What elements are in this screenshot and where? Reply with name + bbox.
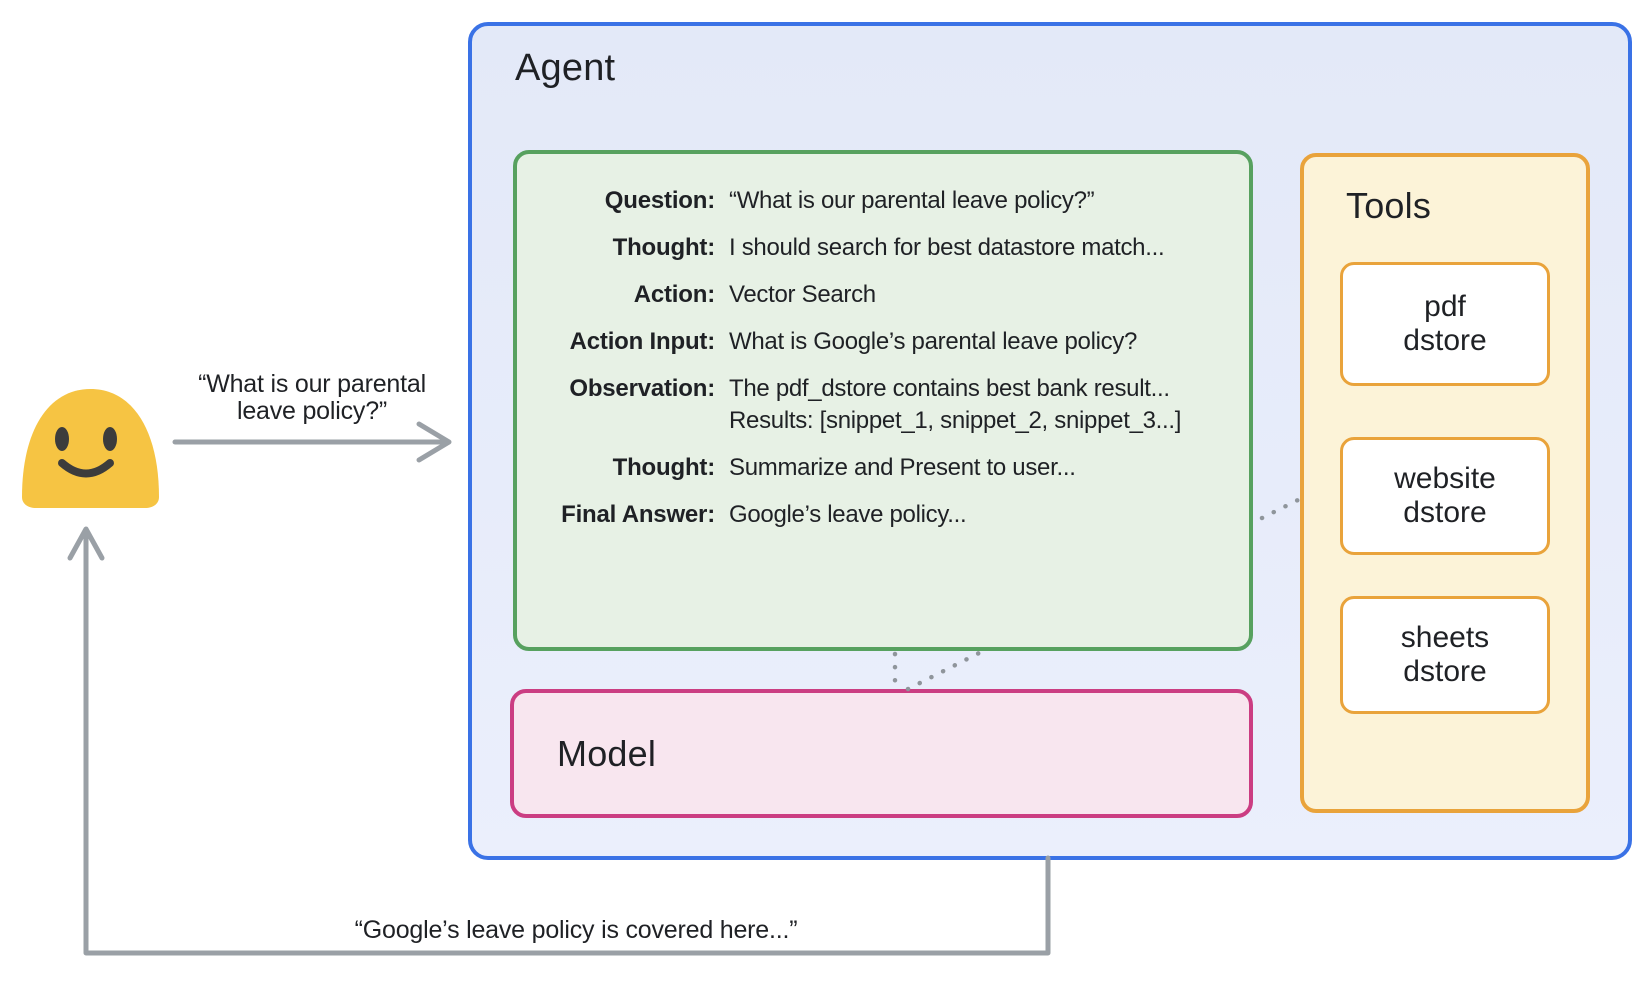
scratchpad-row: Action Input: What is Google’s parental …: [517, 326, 1249, 358]
model-box: Model: [510, 689, 1253, 818]
scratchpad-row: Action: Vector Search: [517, 279, 1249, 311]
scratchpad-row: Thought: I should search for best datast…: [517, 232, 1249, 264]
tools-title: Tools: [1346, 185, 1432, 226]
row-label: Observation:: [569, 375, 715, 402]
model-title: Model: [557, 732, 657, 774]
tool-website-dstore: website dstore: [1340, 437, 1550, 555]
tools-box: Tools pdf dstore website dstore sheets d…: [1300, 153, 1590, 813]
row-label: Final Answer:: [561, 501, 715, 528]
scratchpad-row: Observation: The pdf_dstore contains bes…: [517, 373, 1249, 437]
tool-label-line-2: dstore: [1403, 324, 1487, 357]
tool-pdf-dstore: pdf dstore: [1340, 262, 1550, 386]
row-label: Action:: [633, 281, 715, 308]
row-value-line-1: The pdf_dstore contains best bank result…: [729, 375, 1170, 402]
row-label: Thought:: [612, 234, 716, 261]
user-query-line-1: “What is our parental: [198, 370, 426, 398]
user-query-text: “What is our parental leave policy?”: [112, 371, 512, 425]
agent-title: Agent: [515, 47, 616, 89]
scratchpad-row: Thought: Summarize and Present to user..…: [517, 452, 1249, 484]
row-value: “What is our parental leave policy?”: [729, 187, 1095, 214]
row-value: Google’s leave policy...: [729, 501, 967, 528]
right-eye: [103, 427, 117, 451]
tool-label-line-1: pdf: [1424, 290, 1466, 323]
smile: [58, 459, 114, 478]
tool-label-line-1: website: [1394, 462, 1496, 495]
left-eye: [55, 427, 69, 451]
scratchpad-row: Question: “What is our parental leave po…: [517, 185, 1249, 217]
row-value-line-2: Results: [snippet_1, snippet_2, snippet_…: [729, 407, 1182, 434]
scratchpad-row: Final Answer: Google’s leave policy...: [517, 499, 1249, 531]
row-value: Summarize and Present to user...: [729, 454, 1076, 481]
tool-label-line-1: sheets: [1400, 621, 1490, 654]
tool-label-line-2: dstore: [1403, 496, 1487, 529]
row-label: Thought:: [612, 454, 716, 481]
row-value: What is Google’s parental leave policy?: [729, 328, 1138, 355]
row-label: Action Input:: [569, 328, 716, 355]
row-label: Question:: [604, 187, 715, 214]
tool-label-line-2: dstore: [1403, 655, 1487, 688]
row-value: The pdf_dstore contains best bank result…: [729, 373, 1181, 437]
row-value: Vector Search: [729, 281, 876, 308]
query-arrow: [172, 421, 452, 463]
row-value: I should search for best datastore match…: [729, 234, 1165, 261]
user-query-line-2: leave policy?”: [236, 397, 388, 425]
scratchpad-box: Question: “What is our parental leave po…: [513, 150, 1253, 651]
agent-response-text: “Google’s leave policy is covered here..…: [354, 916, 798, 944]
tool-sheets-dstore: sheets dstore: [1340, 596, 1550, 714]
